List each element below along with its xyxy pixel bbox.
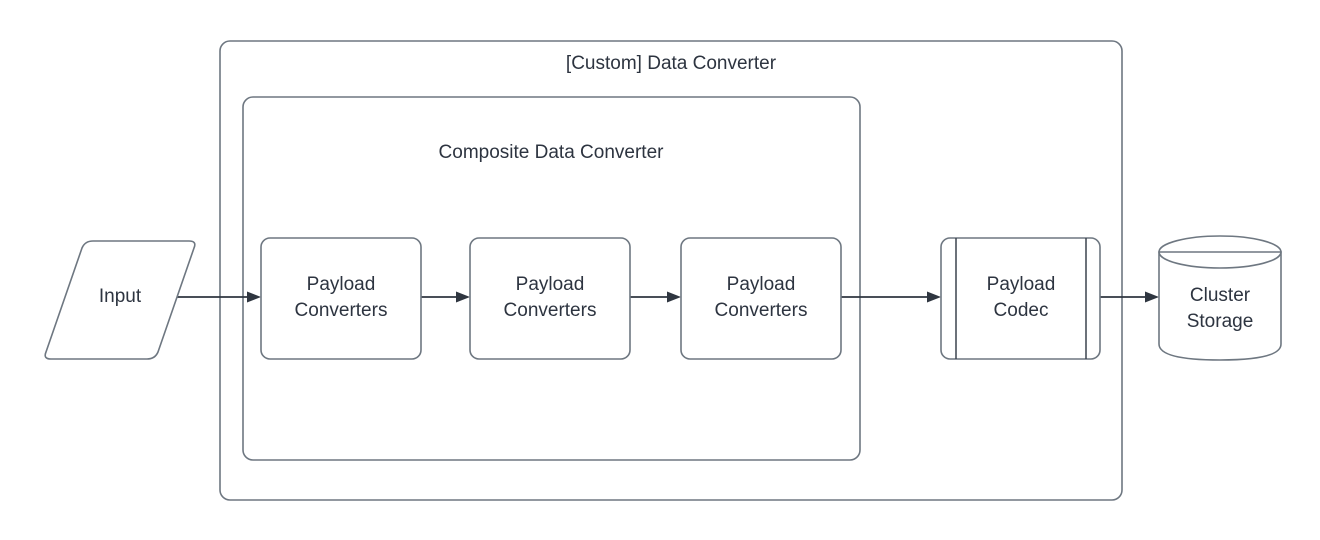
node-payload-converters-1[interactable]: Payload Converters [260,237,422,360]
payload-codec-label-line2: Codec [994,300,1049,321]
node-cluster-storage[interactable]: Cluster Storage [1158,235,1282,361]
edge-payload-converters-3-to-payload-codec[interactable] [841,291,941,303]
payload-converters-1-label-line1: Payload [307,274,376,295]
node-payload-converters-2[interactable]: Payload Converters [469,237,631,360]
composite-data-converter-border [242,96,861,461]
payload-converters-3-label-line2: Converters [715,300,808,321]
custom-data-converter-label: [Custom] Data Converter [566,53,777,74]
edge-payload-converters-1-to-2[interactable] [420,291,470,303]
edge-pc2-to-pc3-arrowhead [667,291,681,303]
payload-converters-1-label-line2: Converters [295,300,388,321]
edge-input-to-payload-converters-1[interactable] [176,291,261,303]
payload-codec-label-line1: Payload [987,274,1056,295]
node-input[interactable]: Input [44,240,196,360]
input-shape [44,240,196,360]
cluster-storage-label-line2: Storage [1187,311,1254,332]
cluster-storage-body [1158,251,1282,361]
payload-converters-3-label-line1: Payload [727,274,796,295]
edge-pc3-to-codec-arrowhead [927,291,941,303]
payload-converters-1-shape [260,237,422,360]
input-label: Input [99,286,142,307]
payload-converters-2-shape [469,237,631,360]
payload-converters-2-label-line1: Payload [516,274,585,295]
node-payload-codec[interactable]: Payload Codec [940,237,1101,360]
container-custom-data-converter[interactable]: [Custom] Data Converter [219,40,1123,501]
composite-data-converter-label: Composite Data Converter [439,142,665,163]
edge-layer [176,291,1159,303]
edge-input-to-pc1-arrowhead [247,291,261,303]
edge-pc1-to-pc2-arrowhead [456,291,470,303]
cluster-storage-label-line1: Cluster [1190,285,1251,306]
edge-payload-converters-2-to-3[interactable] [630,291,681,303]
edge-codec-to-storage-arrowhead [1145,291,1159,303]
custom-data-converter-border [219,40,1123,501]
container-composite-data-converter[interactable]: Composite Data Converter [242,96,861,461]
node-payload-converters-3[interactable]: Payload Converters [680,237,842,360]
cluster-storage-top-ellipse [1158,235,1282,269]
payload-converters-2-label-line2: Converters [504,300,597,321]
payload-codec-shape [940,237,1101,360]
payload-converters-3-shape [680,237,842,360]
edge-payload-codec-to-cluster-storage[interactable] [1100,291,1159,303]
